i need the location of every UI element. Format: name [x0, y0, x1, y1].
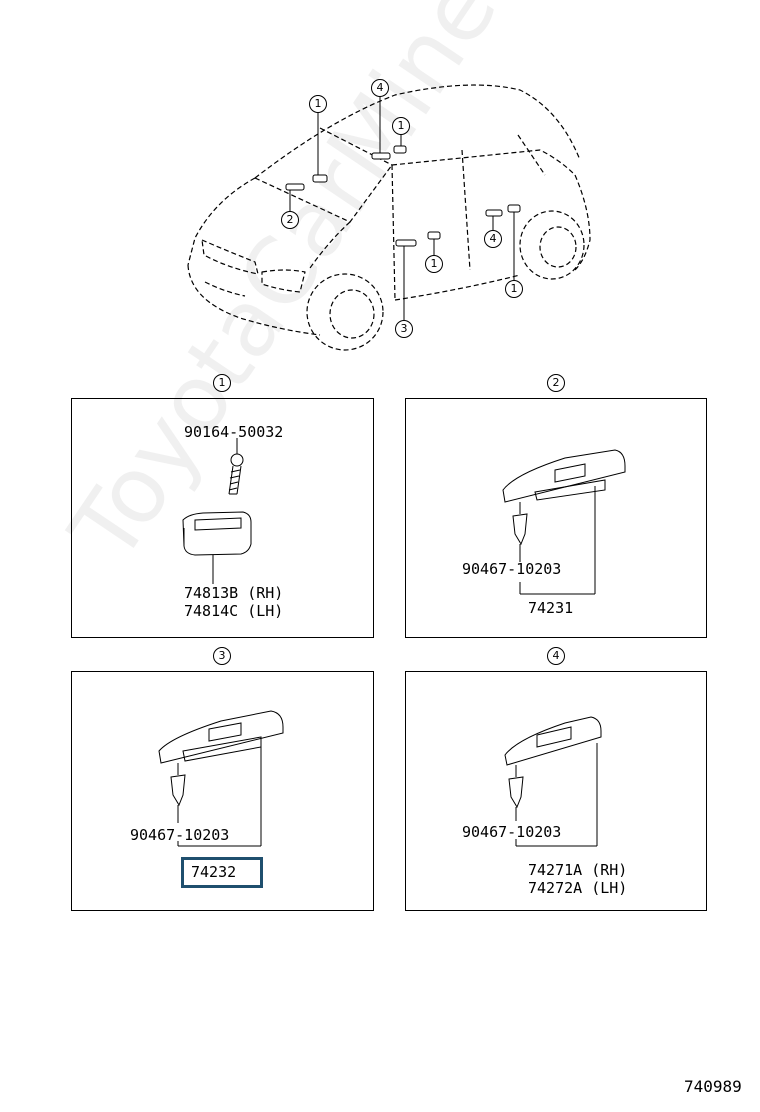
part-number: 74231 — [528, 599, 574, 617]
part-number: 90164-50032 — [184, 423, 284, 441]
callout-1: 1 — [505, 280, 523, 298]
part-number: 74271A (RH) — [528, 861, 628, 879]
diagram-code: 740989 — [684, 1077, 742, 1096]
callout-3: 3 — [395, 320, 413, 338]
part-number: 74814C (LH) — [184, 602, 284, 620]
panel-1 — [71, 398, 374, 638]
part-number: 74272A (LH) — [528, 879, 628, 897]
panel-4-label: 4 — [547, 647, 565, 665]
panel-3-illustration — [158, 710, 284, 847]
callout-2: 2 — [281, 211, 299, 229]
callout-1: 1 — [425, 255, 443, 273]
callout-1: 1 — [309, 95, 327, 113]
part-number: 90467-10203 — [462, 823, 562, 841]
part-number: 74813B (RH) — [184, 584, 284, 602]
part-number-highlighted: 74232 — [191, 863, 237, 881]
part-number: 90467-10203 — [462, 560, 562, 578]
panel-3 — [71, 671, 374, 911]
highlighted-part-frame — [181, 857, 263, 888]
panel-2-label: 2 — [547, 374, 565, 392]
panel-4-illustration — [504, 716, 602, 847]
panel-4 — [405, 671, 707, 911]
callout-4: 4 — [371, 79, 389, 97]
part-number: 90467-10203 — [130, 826, 230, 844]
panel-1-label: 1 — [213, 374, 231, 392]
callout-1: 1 — [392, 117, 410, 135]
callout-4: 4 — [484, 230, 502, 248]
car-overview-illustration — [187, 84, 591, 351]
panel-3-label: 3 — [213, 647, 231, 665]
panel-2-illustration — [502, 449, 626, 595]
panel-2 — [405, 398, 707, 638]
panel-1-illustration — [182, 438, 252, 584]
